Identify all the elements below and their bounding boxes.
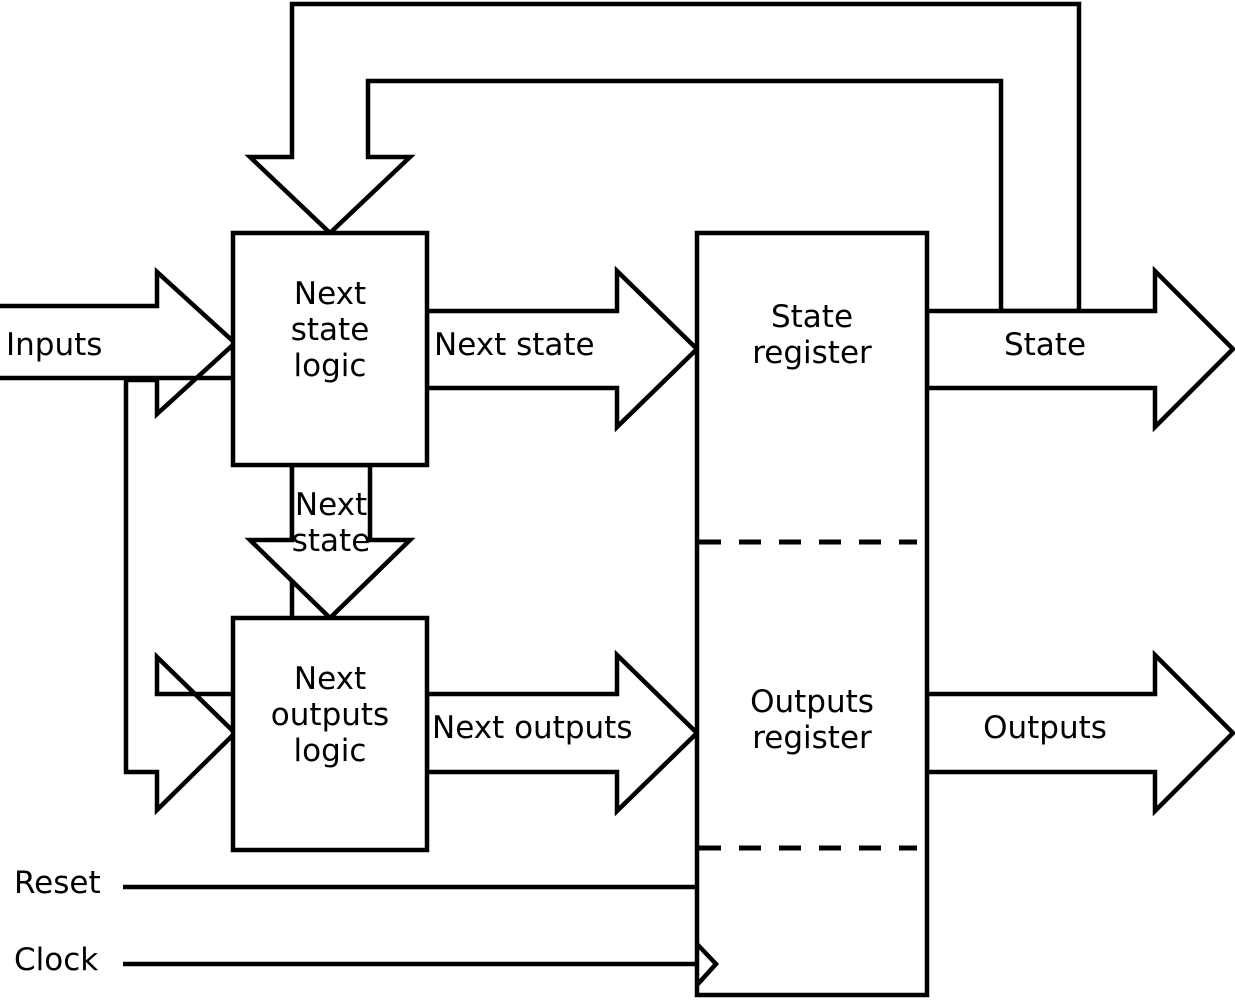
state-feedback-bus-arrow xyxy=(244,1,1082,314)
state-output-label: State xyxy=(1003,327,1087,363)
outputs-register-label: Outputs register xyxy=(750,684,874,756)
inputs-label: Inputs xyxy=(6,327,103,363)
next-outputs-logic-block xyxy=(230,615,430,853)
next-state-vertical-bus-arrow xyxy=(244,462,416,622)
next-state-vertical-label: Next state xyxy=(291,487,371,559)
state-register-label: State register xyxy=(752,299,872,371)
inputs-bus-arrow xyxy=(0,266,295,816)
next-state-horizontal-label: Next state xyxy=(434,327,595,363)
reset-label: Reset xyxy=(14,865,101,901)
next-state-horizontal-bus-arrow xyxy=(424,265,701,433)
next-outputs-logic-label: Next outputs logic xyxy=(270,661,390,769)
outputs-output-bus-arrow xyxy=(924,649,1235,817)
next-outputs-label: Next outputs xyxy=(432,710,633,746)
outputs-output-label: Outputs xyxy=(983,710,1107,746)
next-state-logic-label: Next state logic xyxy=(290,276,370,384)
next-outputs-bus-arrow xyxy=(424,649,701,817)
register-block xyxy=(694,230,930,998)
next-state-logic-block xyxy=(230,230,430,468)
clock-label: Clock xyxy=(14,942,99,978)
state-output-bus-arrow xyxy=(924,265,1235,433)
clock-edge-triangle-icon xyxy=(695,942,720,987)
